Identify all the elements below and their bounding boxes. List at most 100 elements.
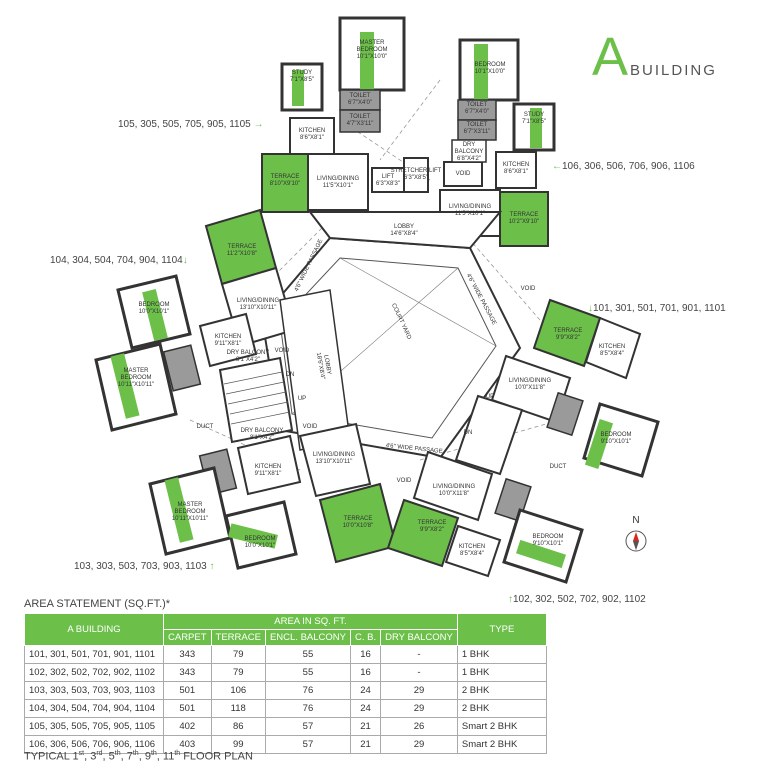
- table-cell-units: 102, 302, 502, 702, 902, 1102: [24, 663, 164, 682]
- area-statement-title: AREA STATEMENT (SQ.FT.)*: [24, 598, 171, 610]
- room-label-dn-r: DN: [464, 430, 473, 436]
- table-cell-carpet: 501: [163, 681, 212, 700]
- room-label-void-top: VOID: [456, 171, 471, 177]
- col-cb: C. B.: [349, 629, 382, 646]
- stair-r: [454, 394, 524, 476]
- toilet-l1: [162, 344, 202, 392]
- lobby-top: [307, 211, 503, 250]
- table-cell-terrace: 106: [210, 681, 266, 700]
- kitchen-tr: [495, 151, 537, 189]
- floor-plan-caption: TYPICAL 1st, 3rd, 5th, 7th, 9th, 11th FL…: [24, 750, 253, 763]
- table-cell-type: 1 BHK: [456, 663, 547, 682]
- room-label-dn: DN: [286, 372, 295, 378]
- table-cell-cb: 21: [349, 735, 382, 754]
- building-header: A BUILDING: [24, 613, 164, 646]
- living-tl: [307, 153, 369, 211]
- kitchen-l2: [236, 434, 302, 496]
- room-label-void-l: VOID: [275, 348, 290, 354]
- bedroom-top: [458, 38, 520, 102]
- table-cell-units: 104, 304, 504, 704, 904, 1104: [24, 699, 164, 718]
- table-cell-terrace: 99: [210, 735, 266, 754]
- stair-l: [218, 356, 294, 444]
- table-cell-cb: 24: [349, 681, 382, 700]
- table-cell-units: 101, 301, 501, 701, 901, 1101: [24, 645, 164, 664]
- room-label-duct-r: DUCT: [550, 464, 567, 470]
- terrace-tr: [499, 191, 549, 247]
- table-cell-carpet: 403: [163, 735, 212, 754]
- unit-group-105: 105, 305, 505, 705, 905, 1105 →: [118, 119, 264, 130]
- table-cell-dry: 29: [380, 735, 458, 754]
- compass-north-label: N: [632, 515, 639, 526]
- unit-group-101: ↓101, 301, 501, 701, 901, 1101: [588, 303, 726, 314]
- arrow-right-icon: →: [253, 119, 264, 130]
- unit-group-106: ←106, 306, 506, 706, 906, 1106: [552, 161, 695, 172]
- room-label-up-r: UP: [486, 394, 494, 400]
- arrow-up-icon: ↑: [508, 594, 513, 605]
- kitchen-r: [584, 316, 642, 380]
- table-cell-encl: 57: [264, 717, 351, 736]
- room-label-void-r: VOID: [521, 286, 536, 292]
- table-cell-terrace: 79: [210, 663, 266, 682]
- table-cell-terrace: 86: [210, 717, 266, 736]
- table-cell-dry: 29: [380, 699, 458, 718]
- table-cell-dry: 29: [380, 681, 458, 700]
- terrace-tl: [261, 153, 309, 213]
- table-cell-cb: 21: [349, 717, 382, 736]
- table-cell-cb: 16: [349, 645, 382, 664]
- table-cell-type: 1 BHK: [456, 645, 547, 664]
- table-cell-encl: 76: [264, 699, 351, 718]
- col-encl-balcony: ENCL. BALCONY: [264, 629, 351, 646]
- table-cell-carpet: 501: [163, 699, 212, 718]
- building-letter: A: [592, 27, 629, 87]
- type-header: TYPE: [456, 613, 547, 646]
- terrace-r: [532, 298, 602, 368]
- compass-icon: N: [625, 515, 647, 552]
- table-cell-cb: 16: [349, 663, 382, 682]
- table-cell-dry: -: [380, 663, 458, 682]
- arrow-down-icon: ↓: [588, 303, 593, 314]
- living-br: [412, 450, 494, 522]
- table-cell-encl: 55: [264, 663, 351, 682]
- unit-group-102: ↑102, 302, 502, 702, 902, 1102: [508, 594, 646, 605]
- table-cell-units: 106, 306, 506, 706, 906, 1106: [24, 735, 164, 754]
- living-bl: [298, 422, 372, 498]
- arrow-up-icon: ↑: [209, 561, 215, 572]
- table-cell-terrace: 118: [210, 699, 266, 718]
- room-label-up: UP: [298, 396, 306, 402]
- room-label-void-l2: VOID: [303, 424, 318, 430]
- terrace-br: [386, 498, 460, 568]
